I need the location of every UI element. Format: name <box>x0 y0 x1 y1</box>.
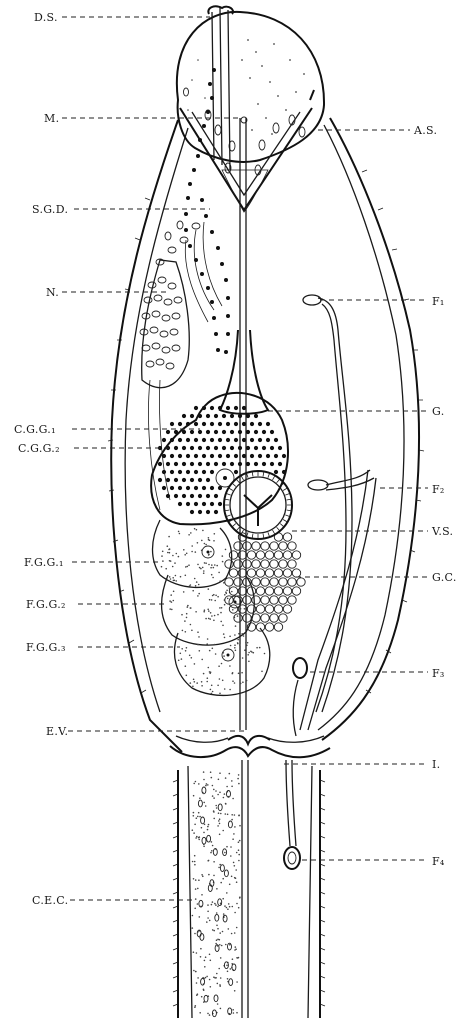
label-text-cec: C.E.C. <box>32 894 68 907</box>
ganglion-dotted <box>151 393 288 525</box>
dotted-tract <box>184 68 230 354</box>
label-text-vs: V.S. <box>431 525 453 538</box>
body-outline <box>108 118 424 752</box>
label-text-g: G. <box>432 405 445 418</box>
label-cec: C.E.C. <box>32 894 196 907</box>
label-text-f3: F₃ <box>432 667 445 680</box>
label-text-i: I. <box>432 758 440 771</box>
label-f1: F₁ <box>320 295 445 308</box>
label-text-sgd: S.G.D. <box>32 203 68 216</box>
label-text-cgg2: C.G.G.₂ <box>18 442 60 455</box>
granular-cluster <box>224 471 305 631</box>
label-text-f2: F₂ <box>432 483 445 496</box>
label-i: I. <box>284 758 440 771</box>
lower-stalk <box>173 760 325 1018</box>
central-duct <box>184 6 268 730</box>
label-text-m: M. <box>44 112 59 125</box>
label-text-f4: F₄ <box>432 855 445 868</box>
label-text-f1: F₁ <box>432 295 445 308</box>
cell-mass-left <box>140 221 222 510</box>
label-text-as: A.S. <box>413 124 437 137</box>
label-text-fgg1: F.G.G.₁ <box>24 556 64 569</box>
label-m: M. <box>44 112 238 125</box>
label-text-ds: D.S. <box>34 11 58 24</box>
label-fgg3: F.G.G.₃ <box>26 641 180 654</box>
label-gc: G.C. <box>296 571 457 584</box>
label-text-n: N. <box>46 286 59 299</box>
label-vs: V.S. <box>292 525 453 538</box>
label-f4: F₄ <box>302 855 445 868</box>
label-text-cgg1: C.G.G.₁ <box>14 423 56 436</box>
flame-ducts <box>284 295 376 869</box>
label-text-gc: G.C. <box>432 571 457 584</box>
label-ev: E.V. <box>46 725 244 738</box>
label-text-fgg2: F.G.G.₂ <box>26 598 66 611</box>
label-f2: F₂ <box>380 483 445 496</box>
head-region <box>177 12 324 212</box>
label-fgg1: F.G.G.₁ <box>24 556 160 569</box>
label-text-ev: E.V. <box>46 725 68 738</box>
label-fgg2: F.G.G.₂ <box>26 598 168 611</box>
joint-region <box>170 736 330 757</box>
label-cgg2: C.G.G.₂ <box>18 442 170 455</box>
label-sgd: S.G.D. <box>32 203 210 216</box>
label-text-fgg3: F.G.G.₃ <box>26 641 66 654</box>
label-ds: D.S. <box>34 11 210 24</box>
